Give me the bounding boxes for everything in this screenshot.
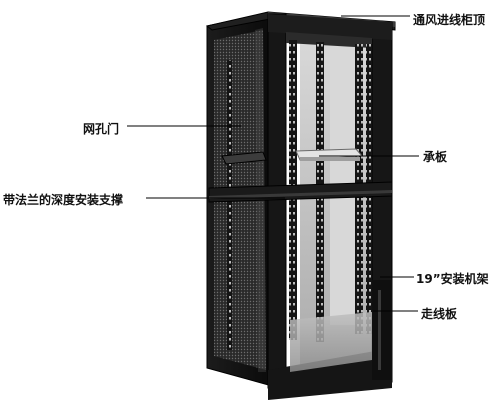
label-shelf: 承板: [423, 150, 448, 164]
cable-tray-panel: [372, 280, 392, 380]
leader-lines: [127, 15, 419, 312]
label-mesh-door: 网孔门: [83, 122, 120, 136]
side-shelf: [221, 151, 267, 165]
label-vent-top: 通风进线柜顶: [413, 13, 486, 27]
label-rack-19: 19”安装机架: [416, 272, 489, 286]
label-flange-bracket: 带法兰的深度安装支撑: [3, 193, 124, 207]
shelf-plate: [295, 148, 364, 161]
cabinet-floor: [290, 312, 372, 372]
label-cable-tray: 走线板: [421, 307, 458, 321]
flange-depth-bracket: [208, 181, 393, 203]
